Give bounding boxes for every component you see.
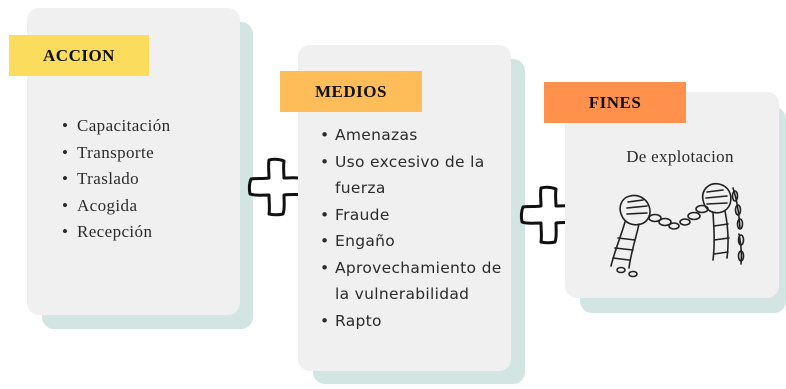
- list-item: Traslado: [62, 166, 232, 193]
- list-item: Uso excesivo de la fuerza: [320, 149, 515, 202]
- medios-title: MEDIOS: [280, 71, 422, 112]
- list-item: Fraude: [320, 202, 515, 229]
- list-item: Amenazas: [320, 122, 515, 149]
- list-item: Aprovechamiento de la vulnerabilidad: [320, 255, 515, 308]
- list-item: Acogida: [62, 193, 232, 220]
- accion-title: ACCION: [9, 35, 149, 76]
- broken-chains-fists-icon: [610, 182, 745, 278]
- list-item: Transporte: [62, 140, 232, 167]
- plus-icon: [519, 185, 578, 245]
- medios-list: Amenazas Uso excesivo de la fuerza Fraud…: [320, 122, 515, 334]
- list-item: Capacitación: [62, 113, 232, 140]
- fines-title: FINES: [544, 82, 686, 123]
- list-item: Recepción: [62, 219, 232, 246]
- fines-text: De explotacion: [626, 147, 734, 166]
- list-item: Rapto: [320, 308, 515, 335]
- accion-list: Capacitación Transporte Traslado Acogida…: [62, 113, 232, 246]
- fines-card: [565, 92, 779, 298]
- list-item: Engaño: [320, 228, 515, 255]
- plus-icon: [247, 157, 306, 217]
